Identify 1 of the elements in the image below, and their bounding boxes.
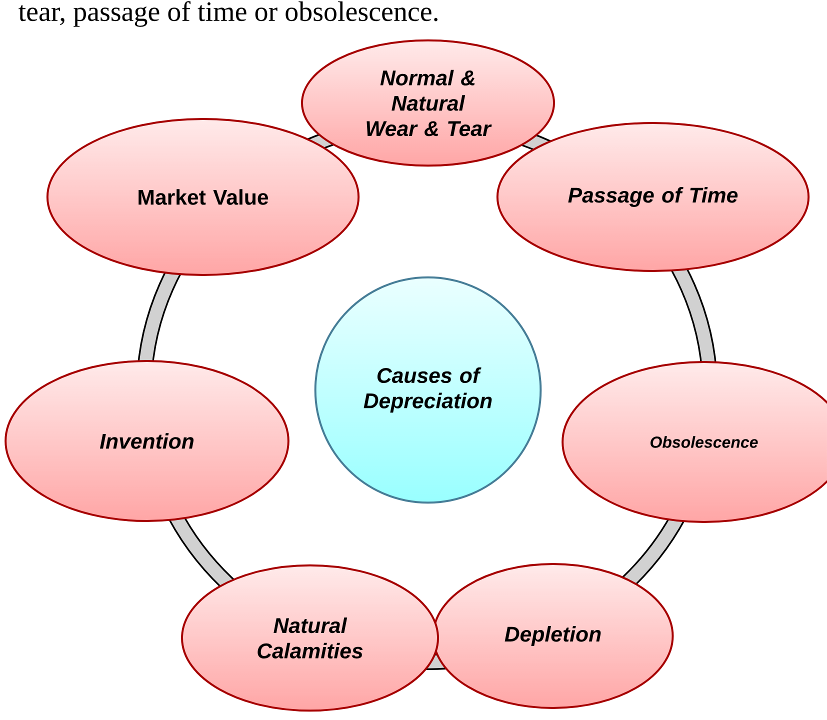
intro-text: tear, passage of time or obsolescence. [18, 1, 438, 27]
